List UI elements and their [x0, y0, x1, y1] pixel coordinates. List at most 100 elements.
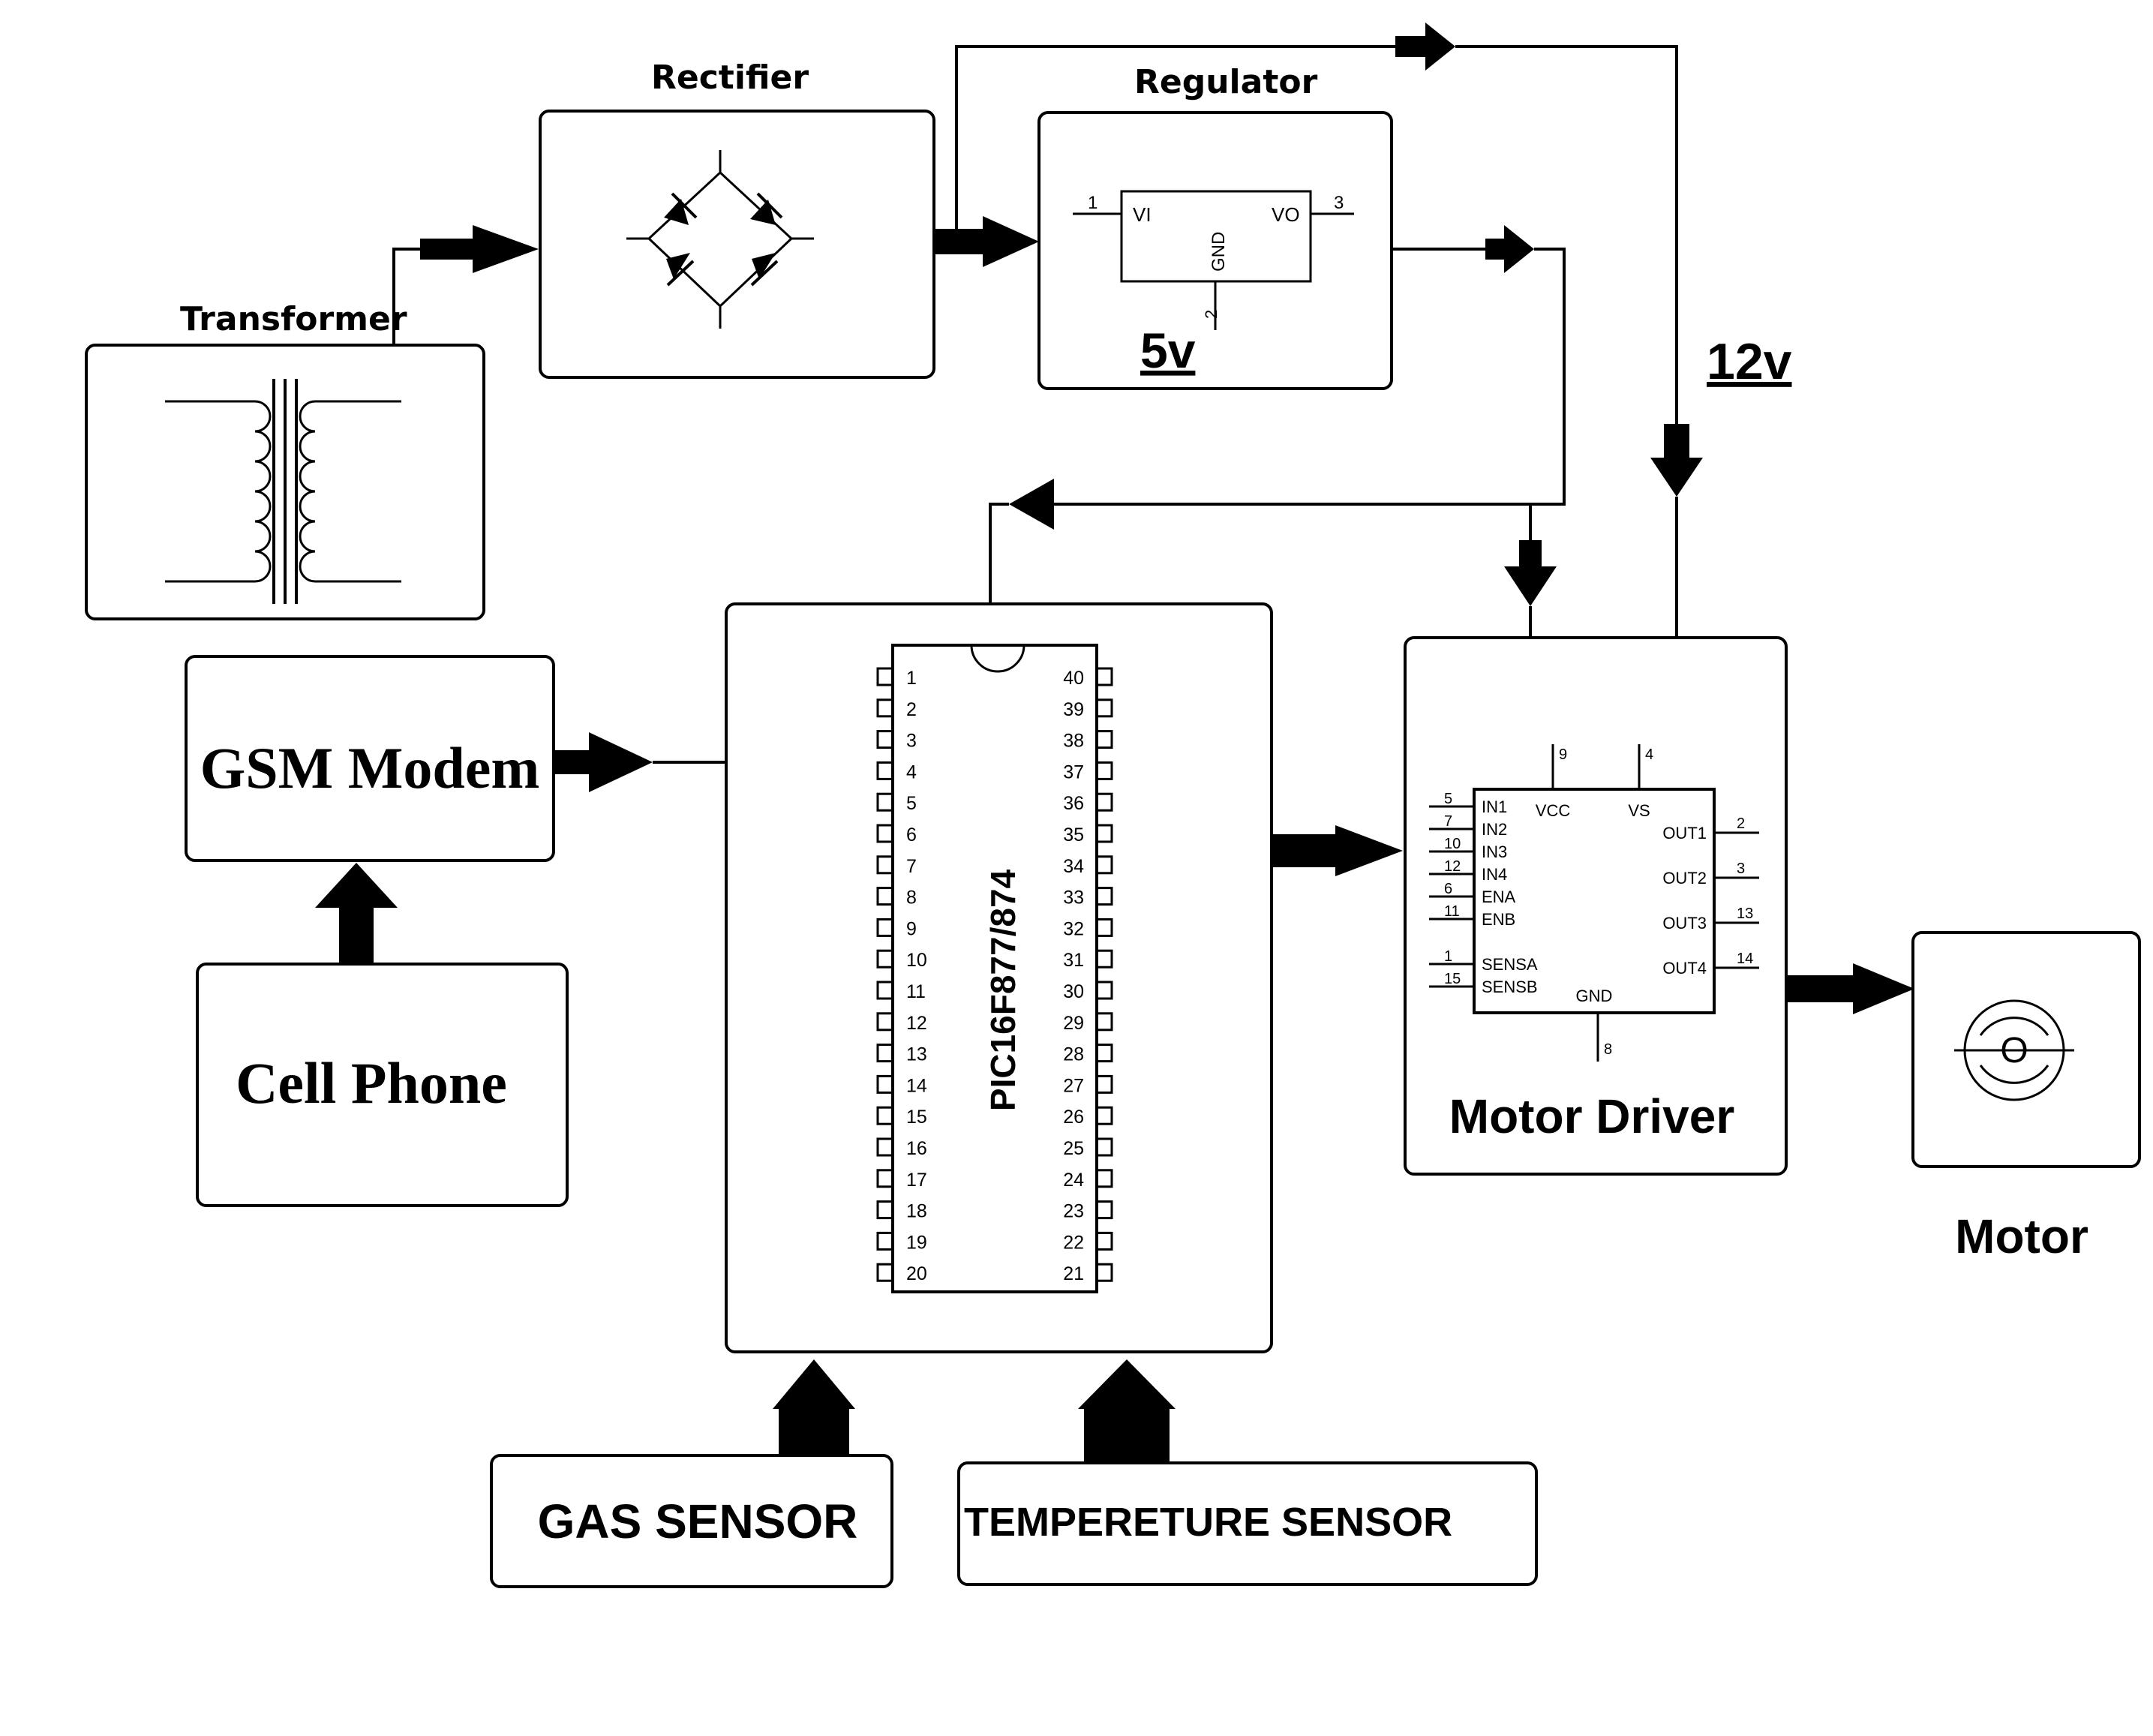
rectifier-block: Rectifier: [539, 59, 935, 379]
mcu-pin-left: 18: [906, 1201, 927, 1222]
regulator-pin3: 3: [1334, 193, 1344, 213]
mcu-pin-left: 4: [906, 761, 917, 782]
mcu-part-label: PIC16F877/874: [983, 869, 1022, 1111]
transformer-label: Transformer: [180, 300, 407, 338]
mcu-pin-pad-left: [876, 730, 894, 749]
driver-pin-number: 9: [1559, 746, 1567, 763]
temperature-sensor-label: TEMPERETURE SENSOR: [964, 1500, 1452, 1545]
mcu-pin-pad-right: [1095, 1200, 1113, 1220]
driver-pin-number: 2: [1737, 815, 1745, 832]
mcu-pin-right: 22: [1063, 1232, 1084, 1253]
mcu-pin-left: 20: [906, 1263, 927, 1284]
arrow-12v-top: [1395, 23, 1455, 71]
mcu-pin-pad-left: [876, 855, 894, 875]
regulator-pin1: 1: [1088, 193, 1098, 213]
mcu-pin-pad-left: [876, 981, 894, 1000]
driver-pin-label: OUT3: [1662, 914, 1707, 933]
mcu-pin-right: 31: [1063, 950, 1084, 971]
arrow-transformer-rectifier: [420, 225, 539, 273]
driver-pin-number: 3: [1737, 860, 1745, 877]
mcu-pin-right: 27: [1063, 1075, 1084, 1096]
mcu-pin-pad-right: [1095, 824, 1113, 843]
mcu-pin-pad-left: [876, 1263, 894, 1282]
mcu-pin-pad-left: [876, 824, 894, 843]
mcu-pin-pad-right: [1095, 1044, 1113, 1063]
temperature-sensor-block: TEMPERETURE SENSOR: [957, 1461, 1538, 1586]
mcu-pin-right: 35: [1063, 824, 1084, 845]
arrow-temp-mcu: [1078, 1359, 1176, 1463]
driver-pin-label: VCC: [1536, 801, 1571, 820]
mcu-pin-pad-right: [1095, 918, 1113, 937]
driver-pin-label: OUT1: [1662, 824, 1707, 842]
arrow-rectifier-regulator: [934, 216, 1039, 267]
driver-pin-number: 5: [1444, 791, 1452, 807]
mcu-pin-pad-right: [1095, 1074, 1113, 1094]
mcu-pin-pad-right: [1095, 887, 1113, 906]
mcu-pin-left: 15: [906, 1107, 927, 1128]
mcu-pin-pad-left: [876, 792, 894, 812]
mcu-pin-pad-right: [1095, 1137, 1113, 1157]
mcu-pin-left: 8: [906, 888, 917, 909]
mcu-pin-right: 33: [1063, 888, 1084, 909]
driver-pin-number: 12: [1444, 858, 1461, 875]
mcu-pin-left: 1: [906, 668, 917, 689]
mcu-pin-left: 16: [906, 1138, 927, 1159]
mcu-pin-pad-left: [876, 1012, 894, 1032]
arrow-5v-driver: [1504, 540, 1557, 606]
mcu-pin-right: 23: [1063, 1201, 1084, 1222]
mcu-pin-right: 30: [1063, 981, 1084, 1002]
mcu-pin-pad-right: [1095, 981, 1113, 1000]
arrow-5v-mcu: [1009, 479, 1054, 530]
arrow-regulator-out: [1485, 225, 1534, 273]
mcu-pin-pad-left: [876, 1074, 894, 1094]
gas-sensor-label: GAS SENSOR: [538, 1494, 858, 1548]
mcu-pin-pad-left: [876, 1169, 894, 1188]
mcu-pin-pad-left: [876, 1231, 894, 1251]
gsm-modem-label: GSM Modem: [200, 735, 540, 800]
driver-pin-number: 10: [1444, 836, 1461, 852]
mcu-pin-pad-right: [1095, 761, 1113, 780]
cell-phone-label: Cell Phone: [236, 1050, 507, 1116]
driver-pin-number: 11: [1444, 903, 1460, 920]
mcu-pin-left: 10: [906, 950, 927, 971]
mcu-pin-pad-right: [1095, 730, 1113, 749]
mcu-pin-pad-right: [1095, 1263, 1113, 1282]
mcu-pin-right: 39: [1063, 699, 1084, 720]
mcu-pin-right: 28: [1063, 1044, 1084, 1065]
driver-pin-label: IN2: [1482, 820, 1507, 839]
driver-pin-number: 6: [1444, 881, 1452, 897]
driver-pin-number: 15: [1444, 971, 1461, 987]
mcu-pin-right: 38: [1063, 731, 1084, 752]
mcu-pin-pad-left: [876, 918, 894, 937]
mcu-pin-left: 13: [906, 1044, 927, 1065]
driver-pin-label: IN3: [1482, 842, 1507, 861]
mcu-pin-right: 24: [1063, 1170, 1084, 1191]
transformer-block: Transformer: [85, 300, 485, 620]
driver-pin-label: ENB: [1482, 910, 1515, 929]
mcu-pin-pad-left: [876, 698, 894, 718]
mcu-pin-pad-right: [1095, 1169, 1113, 1188]
mcu-pin-right: 37: [1063, 761, 1084, 782]
regulator-label: Regulator: [1134, 63, 1318, 101]
arrow-mcu-driver: [1272, 825, 1403, 876]
mcu-pin-left: 9: [906, 918, 917, 939]
mcu-pin-pad-right: [1095, 855, 1113, 875]
gas-sensor-block: GAS SENSOR: [490, 1454, 893, 1588]
cell-phone-block: Cell Phone: [196, 963, 569, 1207]
arrow-12v-down: [1650, 424, 1703, 497]
arrow-phone-gsm: [315, 863, 398, 964]
driver-pin-number: 8: [1604, 1041, 1612, 1058]
mcu-pin-left: 3: [906, 731, 917, 752]
arrow-gsm-mcu: [554, 732, 653, 792]
driver-pin-label: SENSA: [1482, 955, 1538, 974]
mcu-pin-right: 25: [1063, 1138, 1084, 1159]
driver-pin-label: IN4: [1482, 865, 1507, 884]
gsm-modem-block: GSM Modem: [185, 655, 555, 862]
arrow-gas-mcu: [773, 1359, 855, 1455]
voltage-12v-label: 12v: [1707, 333, 1792, 390]
mcu-block: PIC16F877/874 12345678910111213141516171…: [725, 602, 1273, 1353]
driver-pin-label: OUT4: [1662, 959, 1707, 978]
mcu-pin-left: 17: [906, 1170, 927, 1191]
mcu-pin-pad-left: [876, 1044, 894, 1063]
